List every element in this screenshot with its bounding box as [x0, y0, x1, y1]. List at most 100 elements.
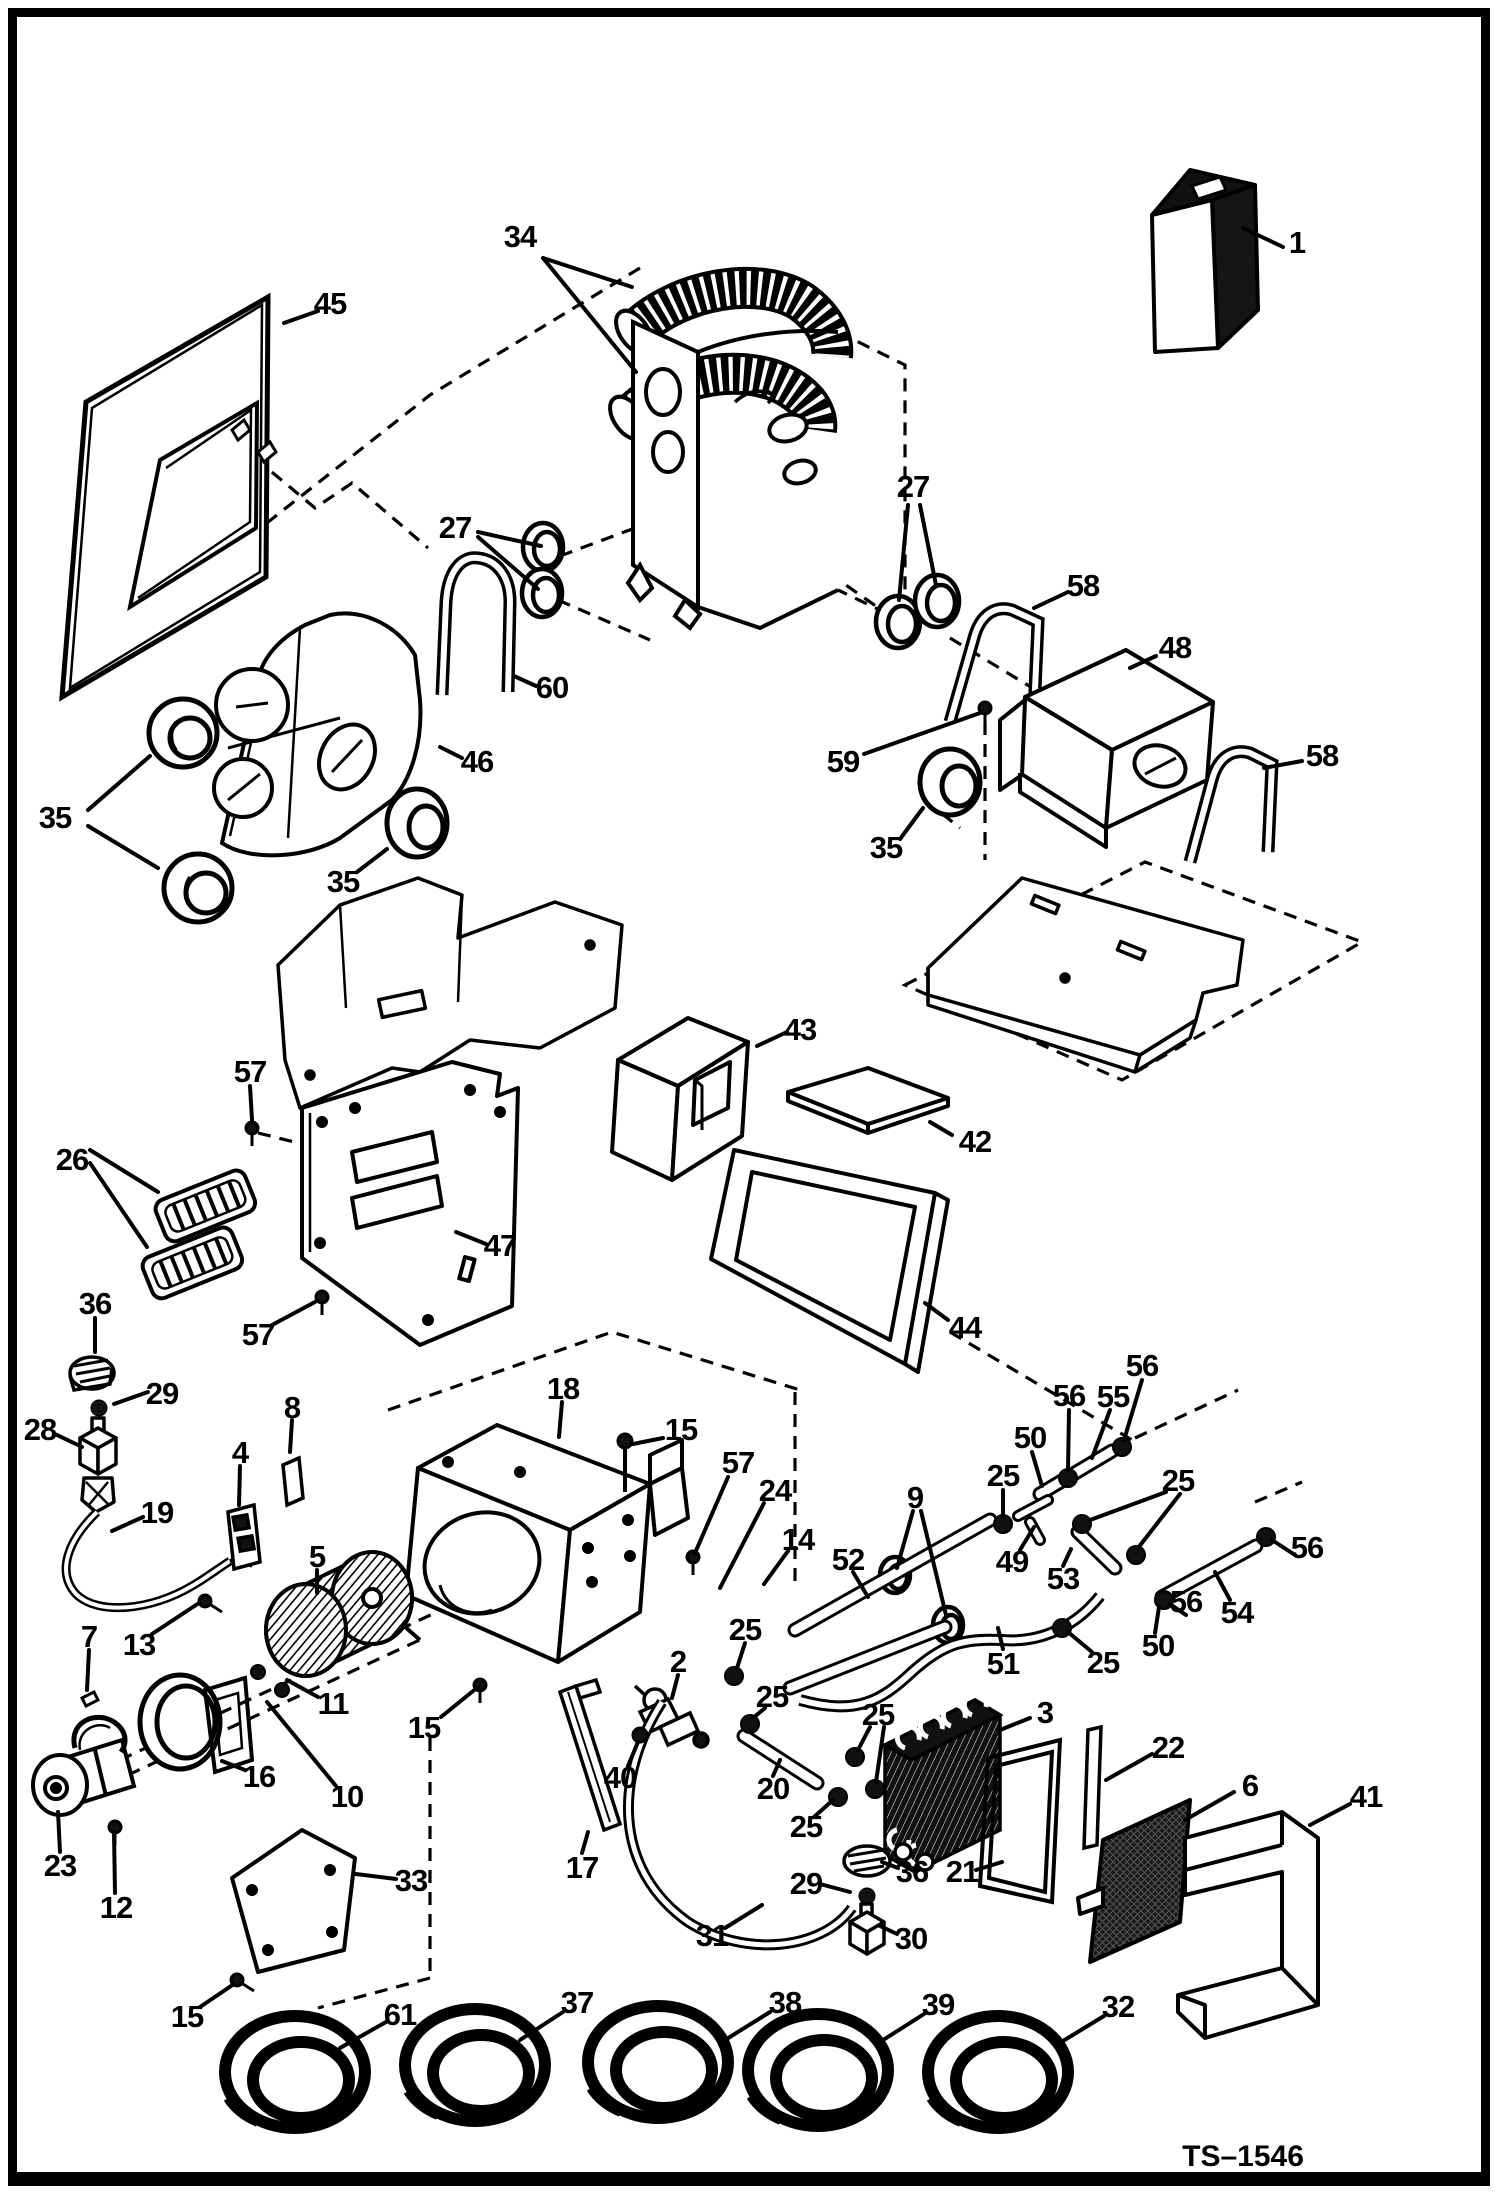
part-label-52: 52 — [831, 1542, 865, 1577]
part-label-58: 58 — [1305, 738, 1339, 773]
part-label-49: 49 — [995, 1544, 1029, 1579]
part-28-switch — [78, 1416, 118, 1514]
part-label-2: 2 — [669, 1644, 687, 1679]
part-label-47: 47 — [483, 1228, 517, 1263]
part-36-knob-upper — [68, 1355, 116, 1392]
part-label-25: 25 — [861, 1697, 895, 1732]
seat-pan — [926, 876, 1245, 1074]
part-label-30: 30 — [894, 1921, 928, 1956]
part-label-61: 61 — [383, 1997, 417, 2032]
leader-lines — [53, 226, 1352, 2050]
part-17-strut — [557, 1677, 623, 1833]
part-18-heater-box — [393, 1423, 690, 1664]
part-label-29: 29 — [789, 1866, 823, 1901]
part-label-11: 11 — [317, 1686, 350, 1721]
part-label-27: 27 — [438, 510, 472, 545]
part-label-54: 54 — [1220, 1595, 1254, 1630]
part-label-3: 3 — [1036, 1695, 1054, 1730]
part-label-44: 44 — [948, 1310, 982, 1345]
part-label-22: 22 — [1151, 1730, 1185, 1765]
part-label-56: 56 — [1169, 1584, 1203, 1619]
part-label-14: 14 — [781, 1522, 815, 1557]
part-label-24: 24 — [758, 1473, 792, 1508]
grommet-rings — [146, 520, 983, 1646]
part-label-15: 15 — [170, 1999, 204, 2034]
part-label-15: 15 — [664, 1412, 698, 1447]
part-label-46: 46 — [460, 744, 494, 779]
part-label-25: 25 — [755, 1679, 789, 1714]
part-label-42: 42 — [958, 1124, 992, 1159]
part-16-mount-ring — [137, 1672, 255, 1775]
part-31-hose — [623, 1699, 857, 1951]
part-43-block — [610, 1016, 750, 1182]
part-label-25: 25 — [789, 1809, 823, 1844]
part-label-38: 38 — [768, 1985, 802, 2020]
part-label-25: 25 — [986, 1458, 1020, 1493]
part-4-switch-panel — [226, 1502, 262, 1572]
part-23-motor — [31, 1714, 137, 1817]
part-label-25: 25 — [728, 1612, 762, 1647]
part-label-48: 48 — [1158, 630, 1192, 665]
part-41-bracket — [1176, 1810, 1320, 2040]
back-support-panel — [276, 876, 624, 1110]
part-label-56: 56 — [1290, 1530, 1324, 1565]
part-label-56: 56 — [1125, 1348, 1159, 1383]
main-duct-box — [625, 318, 839, 631]
part-1-control-box — [1150, 168, 1260, 354]
part-label-31: 31 — [695, 1918, 729, 1953]
part-47-side-panel — [300, 1060, 520, 1347]
hose-coils — [219, 2000, 1074, 2134]
part-label-15: 15 — [407, 1710, 441, 1745]
part-label-51: 51 — [986, 1646, 1020, 1681]
part-label-4: 4 — [231, 1435, 249, 1470]
part-45-foam-panel — [59, 292, 271, 702]
part-label-28: 28 — [23, 1412, 57, 1447]
part-8-spacer — [281, 1455, 305, 1508]
part-29-nut-upper — [90, 1399, 108, 1417]
part-label-33: 33 — [394, 1863, 428, 1898]
part-48-cover — [998, 648, 1215, 849]
part-label-13: 13 — [122, 1627, 156, 1662]
mounting-clips — [230, 417, 278, 465]
part-label-57: 57 — [233, 1054, 267, 1089]
part-label-23: 23 — [43, 1848, 77, 1883]
part-label-19: 19 — [140, 1495, 174, 1530]
part-6-filter — [1076, 1798, 1192, 1964]
part-label-16: 16 — [242, 1759, 276, 1794]
part-label-35: 35 — [38, 800, 72, 835]
hose-clamp-nuts — [250, 1437, 1276, 1807]
part-label-21: 21 — [945, 1854, 979, 1889]
part-label-50: 50 — [1141, 1628, 1175, 1663]
part-label-60: 60 — [535, 670, 569, 705]
part-label-18: 18 — [546, 1371, 580, 1406]
part-5-blower-wheel — [264, 1549, 414, 1679]
part-3-heater-core — [881, 1691, 1004, 1874]
part-label-57: 57 — [721, 1445, 755, 1480]
part-label-39: 39 — [921, 1987, 955, 2022]
part-label-5: 5 — [308, 1539, 326, 1574]
part-label-7: 7 — [80, 1619, 98, 1654]
part-label-58: 58 — [1066, 568, 1100, 603]
part-label-59: 59 — [826, 744, 860, 779]
part-label-35: 35 — [326, 864, 360, 899]
part-label-34: 34 — [503, 219, 537, 254]
part-21-gasket — [977, 1737, 1063, 1905]
part-label-20: 20 — [756, 1771, 790, 1806]
part-46-vent-housing — [212, 611, 423, 858]
part-label-45: 45 — [313, 286, 347, 321]
part-label-40: 40 — [603, 1760, 637, 1795]
part-label-50: 50 — [1013, 1420, 1047, 1455]
part-label-56: 56 — [1052, 1378, 1086, 1413]
part-label-37: 37 — [560, 1985, 594, 2020]
part-36-knob-lower — [842, 1844, 892, 1878]
part-label-29: 29 — [145, 1376, 179, 1411]
part-label-55: 55 — [1096, 1379, 1130, 1414]
part-label-35: 35 — [869, 830, 903, 865]
part-label-36: 36 — [78, 1286, 112, 1321]
part-label-26: 26 — [55, 1142, 89, 1177]
part-label-25: 25 — [1086, 1645, 1120, 1680]
part-label-41: 41 — [1349, 1779, 1383, 1814]
part-label-32: 32 — [1101, 1989, 1135, 2024]
